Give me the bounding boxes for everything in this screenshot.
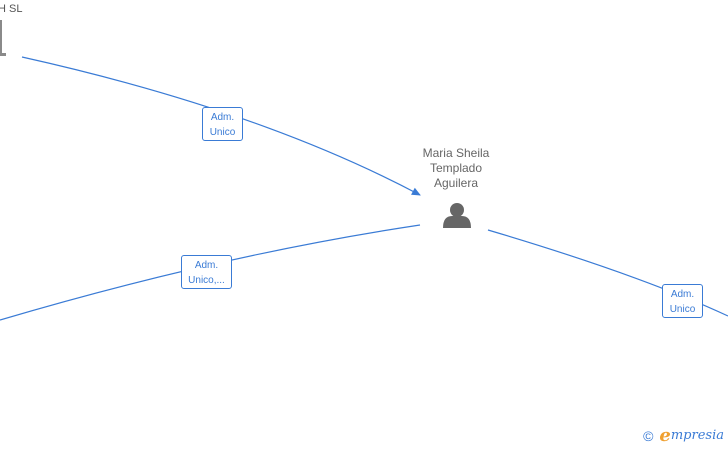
role-line: Unico,... <box>188 275 225 286</box>
role-line: Adm. <box>194 260 219 271</box>
role-line: Unico <box>209 127 236 138</box>
edge-label-company[interactable]: Adm. Unico <box>202 107 243 141</box>
copyright-icon: © <box>643 427 654 444</box>
brand-logo-e: e <box>659 425 671 446</box>
person-name-line: Aguilera <box>433 176 479 190</box>
edge-label-right[interactable]: Adm. Unico <box>662 284 703 318</box>
company-label[interactable]: H SL <box>0 3 23 15</box>
person-icon[interactable] <box>443 203 471 228</box>
role-line: Adm. <box>210 112 235 123</box>
person-name-line: Maria Sheila <box>422 146 490 160</box>
brand-watermark: © e mpresia <box>643 425 724 446</box>
person-name-line: Templado <box>429 161 483 175</box>
brand-logo-text: mpresia <box>670 428 724 443</box>
edge-label-left[interactable]: Adm. Unico,... <box>181 255 232 289</box>
role-line: Unico <box>669 304 696 315</box>
building-icon[interactable] <box>0 20 6 56</box>
person-name[interactable]: Maria Sheila Templado Aguilera <box>406 146 506 191</box>
edge-line-right[interactable] <box>487 229 728 317</box>
role-line: Adm. <box>670 289 695 300</box>
